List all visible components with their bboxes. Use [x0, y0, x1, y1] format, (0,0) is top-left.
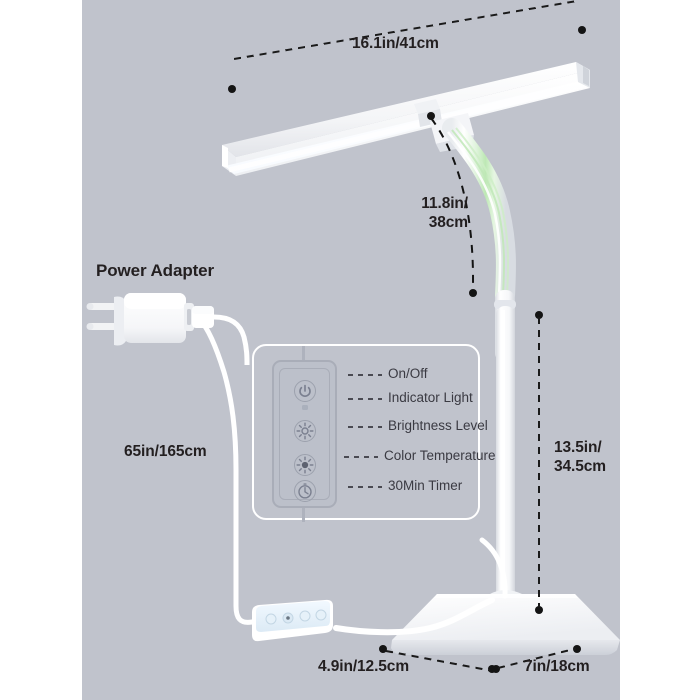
- power-icon[interactable]: [293, 380, 316, 402]
- dim-head-label: 16.1in/41cm: [352, 35, 439, 52]
- dim-pole-top-dot: [535, 311, 543, 319]
- power-adapter-title: Power Adapter: [96, 261, 215, 280]
- indicator-light-icon: [301, 405, 308, 410]
- dim-neck-label: 11.8in/ 38cm: [421, 195, 468, 232]
- dim-head-end-dot: [578, 26, 586, 34]
- dim-base-width-end-dot: [573, 645, 581, 653]
- leader-color-temperature: [344, 456, 378, 458]
- timer-icon[interactable]: [293, 480, 316, 502]
- control-panel-wire-bottom: [302, 506, 305, 522]
- control-panel-detail-box: On/Off Indicator Light Brightness Level …: [252, 344, 496, 522]
- dim-neck-start-dot: [427, 112, 435, 120]
- dim-base-width-start-dot: [492, 665, 500, 673]
- leader-on-off: [348, 374, 382, 376]
- dim-pole-label: 13.5in/ 34.5cm: [554, 439, 606, 476]
- leader-brightness: [348, 426, 382, 428]
- dim-pole-bottom-dot: [535, 606, 543, 614]
- label-color-temperature: Color Temperature: [384, 448, 496, 463]
- dim-base-depth-label: 4.9in/12.5cm: [318, 658, 409, 675]
- control-panel-module: [272, 360, 337, 508]
- dim-base-depth-start-dot: [379, 645, 387, 653]
- control-panel-wire-top: [302, 346, 305, 362]
- dim-head-start-dot: [228, 85, 236, 93]
- dim-neck-end-dot: [469, 289, 477, 297]
- leader-indicator-light: [348, 398, 382, 400]
- label-on-off: On/Off: [388, 366, 428, 381]
- label-timer: 30Min Timer: [388, 478, 463, 493]
- dim-base-width-label: 7in/18cm: [524, 658, 590, 675]
- color-temperature-icon[interactable]: [293, 454, 316, 476]
- label-indicator-light: Indicator Light: [388, 390, 473, 405]
- dim-pole-leader: [538, 317, 540, 607]
- leader-timer: [348, 486, 382, 488]
- dim-cord-label: 65in/165cm: [124, 443, 207, 460]
- power-adapter-illustration: [84, 285, 264, 368]
- brightness-icon[interactable]: [293, 420, 316, 442]
- label-brightness: Brightness Level: [388, 418, 488, 433]
